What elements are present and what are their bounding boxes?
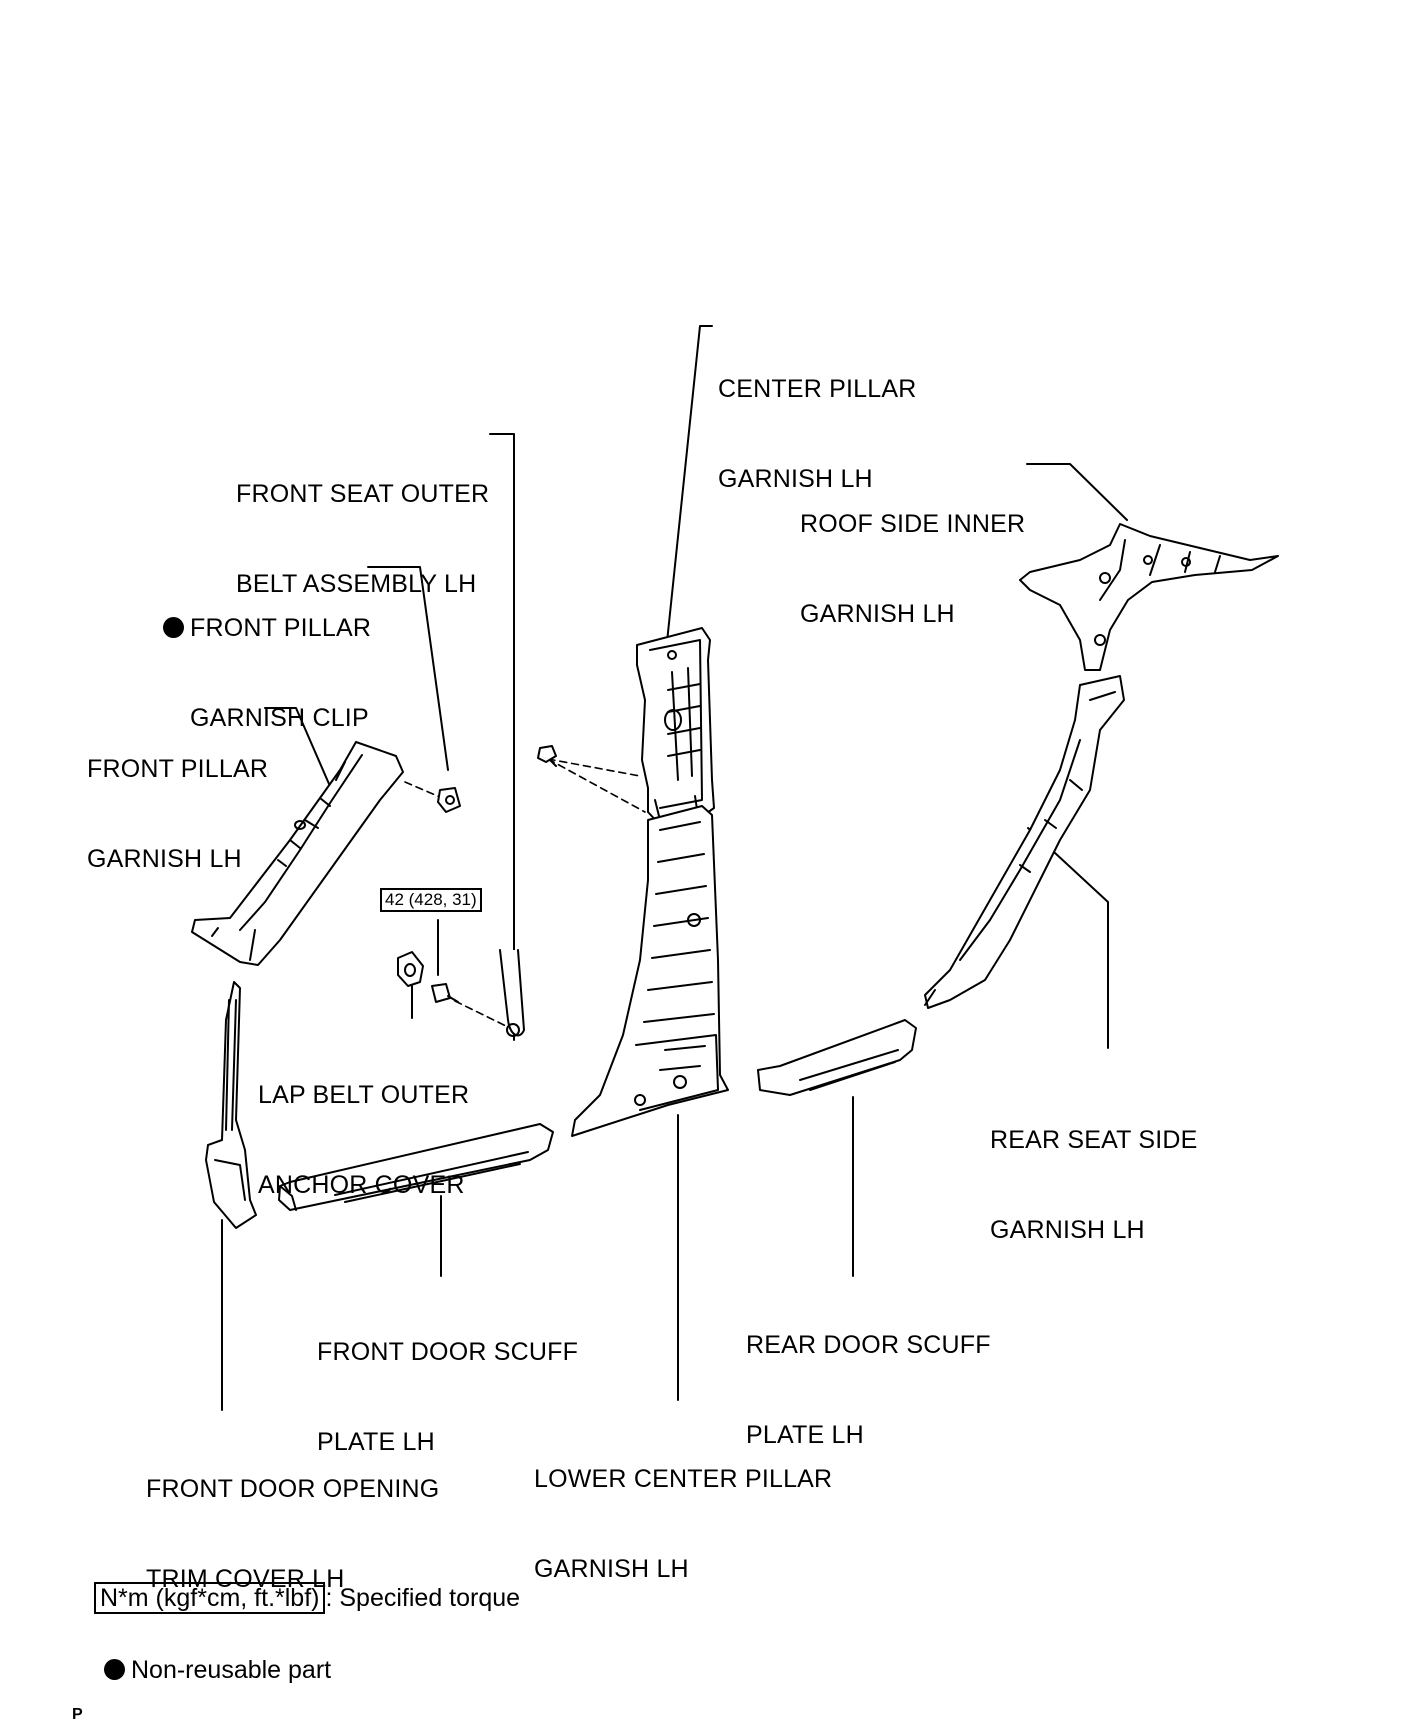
dashed-assembly-lines [404, 758, 646, 1028]
label-front-door-scuff-plate: FRONT DOOR SCUFF PLATE LH [317, 1277, 578, 1487]
front-pillar-garnish-part [191, 741, 404, 966]
non-reusable-dot-icon [104, 1659, 125, 1680]
label-text: FRONT PILLAR [190, 614, 372, 642]
label-front-pillar-garnish: FRONT PILLAR GARNISH LH [87, 694, 268, 904]
label-line: GARNISH LH [990, 1216, 1145, 1244]
front-seat-outer-belt-part [499, 949, 525, 1037]
non-reusable-dot-icon [163, 617, 184, 638]
label-rear-door-scuff-plate: REAR DOOR SCUFF PLATE LH [746, 1270, 991, 1480]
torque-spec-box: 42 (428, 31) [380, 888, 482, 912]
label-front-seat-outer-belt: FRONT SEAT OUTER BELT ASSEMBLY LH [236, 419, 489, 629]
label-line: FRONT DOOR OPENING [146, 1475, 440, 1503]
label-line: CENTER PILLAR [718, 375, 917, 403]
label-front-door-opening-trim-cover: FRONT DOOR OPENING TRIM COVER LH [146, 1414, 439, 1624]
front-pillar-garnish-clip-part [437, 787, 461, 813]
label-roof-side-inner-garnish: ROOF SIDE INNER GARNISH LH [800, 449, 1025, 659]
label-rear-seat-side-garnish: REAR SEAT SIDE GARNISH LH [990, 1065, 1198, 1275]
rear-seat-side-garnish-part [924, 675, 1125, 1009]
label-line: GARNISH LH [718, 465, 873, 493]
label-line: PLATE LH [746, 1421, 864, 1449]
label-line: GARNISH LH [800, 600, 955, 628]
rear-door-scuff-plate-part [757, 1019, 917, 1096]
front-door-scuff-plate-part [278, 1123, 554, 1211]
label-line: ANCHOR COVER [258, 1171, 465, 1199]
legend-torque-units-box: N*m (kgf*cm, ft.*lbf) [94, 1582, 326, 1614]
label-lower-center-pillar-garnish: LOWER CENTER PILLAR GARNISH LH [534, 1404, 832, 1614]
label-line: ROOF SIDE INNER [800, 510, 1026, 538]
lower-center-pillar-garnish-part [571, 805, 729, 1137]
label-line: LOWER CENTER PILLAR [534, 1465, 833, 1493]
legend-torque: N*m (kgf*cm, ft.*lbf): Specified torque [94, 1582, 520, 1614]
leader-lines [221, 325, 1128, 1411]
label-front-pillar-garnish-clip: FRONT PILLAR GARNISH CLIP [163, 553, 371, 763]
label-line: LAP BELT OUTER [258, 1081, 470, 1109]
label-line: FRONT PILLAR [87, 755, 269, 783]
label-line: GARNISH LH [87, 845, 242, 873]
label-line: GARNISH LH [534, 1555, 689, 1583]
label-lap-belt-outer-anchor-cover: LAP BELT OUTER ANCHOR COVER [258, 1020, 469, 1230]
label-line: TRIM COVER LH [146, 1565, 345, 1593]
label-center-pillar-garnish: CENTER PILLAR GARNISH LH [718, 314, 917, 524]
legend-torque-text: : Specified torque [325, 1584, 521, 1612]
label-line: FRONT DOOR SCUFF [317, 1338, 579, 1366]
bolt-part [431, 983, 459, 1003]
label-line: FRONT PILLAR [163, 613, 371, 643]
label-line: FRONT SEAT OUTER [236, 480, 490, 508]
label-line: REAR SEAT SIDE [990, 1126, 1198, 1154]
label-line: REAR DOOR SCUFF [746, 1331, 991, 1359]
center-pillar-garnish-part [636, 627, 715, 826]
roof-side-inner-garnish-part [1019, 523, 1279, 671]
lap-belt-outer-anchor-cover-part [397, 951, 424, 987]
clip-bolt-part [537, 745, 557, 767]
legend-non-reusable-text: Non-reusable part [131, 1656, 332, 1684]
label-line: GARNISH CLIP [190, 704, 369, 732]
label-line: PLATE LH [317, 1428, 435, 1456]
legend-non-reusable: Non-reusable part [104, 1655, 331, 1685]
label-line: BELT ASSEMBLY LH [236, 570, 477, 598]
front-door-opening-trim-cover-part [205, 981, 257, 1229]
corner-mark: P [72, 1706, 83, 1723]
